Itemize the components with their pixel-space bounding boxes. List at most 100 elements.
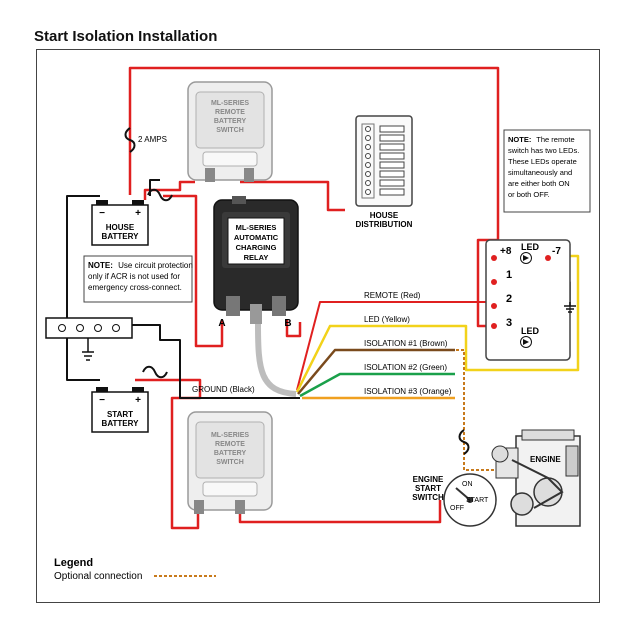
switch-start: START [466,497,489,504]
engine: ENGINE [491,429,581,527]
wire-red-top-loop [128,66,500,240]
house-distribution-label-2: DISTRIBUTION [356,220,413,229]
note-left-line-2: only if ACR is not used for [88,272,180,281]
led-bottom-label: LED [521,326,540,336]
svg-text:NOTE: Use circuit protec: NOTE: Use circuit protection [88,261,193,270]
acr-line-1: ML-SERIES [236,223,277,232]
distribution-breaker-knob [365,135,371,141]
start-battery: − + START BATTERY [91,387,149,433]
automatic-charging-relay: ML-SERIES AUTOMATIC CHARGING RELAY [213,196,299,324]
engine-start-switch-label-1: ENGINE [413,475,444,484]
fuse-symbol-start [142,365,168,379]
acr-line-4: RELAY [244,253,269,262]
distribution-breaker-knob [365,189,371,195]
wire-red-start-rbs [135,378,202,530]
note-right-line-6: or both OFF. [508,190,550,199]
fuse-symbol-engine [458,429,470,455]
note-left-bold: NOTE: [88,261,113,270]
start-battery-label-1: START [107,410,133,419]
distribution-breaker-knob [365,171,371,177]
wire-black-start [66,330,100,381]
fuse-symbol-top [124,127,136,153]
cable-gray [255,323,297,397]
rbs-top-line-2: REMOTE [215,109,245,116]
engine-start-switch-label-2: START [415,484,441,493]
distribution-breaker-label-slot [379,188,405,196]
distribution-breaker-knob [365,162,371,168]
note-right-bold: NOTE: [508,135,531,144]
engine-label: ENGINE [530,455,561,464]
remote-battery-switch-bottom: ML-SERIES REMOTE BATTERY SWITCH [187,411,273,514]
house-battery: − + HOUSE BATTERY [91,200,149,246]
note-circuit-protection: NOTE: Use circuit protection only if ACR… [83,255,193,303]
engine-start-switch-label-3: SWITCH [412,493,444,502]
wire-led-yellow [295,254,580,393]
terminal-3: 3 [506,317,512,329]
ground-bus-bar [45,317,133,361]
start-battery-minus: − [99,395,105,406]
wire-label-led: LED (Yellow) [364,315,410,324]
note-left-line-3: emergency cross-connect. [88,283,182,292]
wire-black-busbar [128,324,181,378]
svg-text:NOTE: The remote: NOTE: The remote [508,135,575,144]
legend-item-label: Optional connection [54,571,142,582]
acr-terminal-b: B [284,318,291,329]
note-right-line-1: The remote [536,135,574,144]
distribution-breaker-knob [365,180,371,186]
fuse-amps-label: 2 AMPS [138,135,167,144]
wire-optional-dotted [456,349,520,471]
distribution-breaker-label-slot [379,134,405,142]
switch-off: OFF [450,505,464,512]
acr-line-2: AUTOMATIC [234,233,279,242]
house-battery-label-2: BATTERY [102,232,140,241]
terminal-plus8: +8 [500,246,512,257]
wire-red-acr-b [285,320,302,338]
house-battery-minus: − [99,208,105,219]
distribution-breaker-label-slot [379,170,405,178]
wire-label-iso2: ISOLATION #2 (Green) [364,363,447,372]
legend-title: Legend [54,557,93,569]
engine-start-switch: ON START OFF ENGINE START SWITCH [412,473,497,527]
house-distribution-panel: HOUSE DISTRIBUTION [355,115,413,229]
wire-label-ground: GROUND (Black) [192,385,255,394]
terminal-2: 2 [506,293,512,305]
terminal-1: 1 [506,269,512,281]
wire-label-iso1: ISOLATION #1 (Brown) [364,339,448,348]
wire-ground-black [179,378,300,399]
switch-on: ON [462,481,473,488]
note-right-line-4: simultaneously and [508,168,572,177]
fuse-symbol-house [147,188,173,202]
note-right-line-2: switch has two LEDs. [508,146,579,155]
distribution-breaker-knob [365,126,371,132]
distribution-breaker-knob [365,153,371,159]
remote-battery-switch-top: ML-SERIES REMOTE BATTERY SWITCH [187,81,273,182]
house-battery-label-1: HOUSE [106,223,135,232]
rbs-top-line-1: ML-SERIES [211,100,249,107]
rbs-bottom-line-2: REMOTE [215,441,245,448]
legend: Legend Optional connection [54,557,216,582]
terminal-minus7: -7 [552,246,561,257]
wire-red-rbs-engine [238,500,442,524]
note-right-line-5: are either both ON [508,179,570,188]
rbs-top-line-3: BATTERY [214,118,247,125]
note-remote-leds: NOTE: The remote switch has two LEDs. Th… [503,129,591,213]
wire-red-house-acr-a [163,194,224,348]
rbs-bottom-line-4: SWITCH [216,459,244,466]
start-battery-label-2: BATTERY [102,419,140,428]
distribution-breaker-knob [365,144,371,150]
distribution-breaker-label-slot [379,161,405,169]
acr-terminal-a: A [218,318,225,329]
rbs-bottom-line-1: ML-SERIES [211,432,249,439]
wire-red-house-rbs [143,180,195,200]
wire-remote-red [296,301,498,391]
note-left-line-1: Use circuit protection [118,261,193,270]
distribution-breaker-label-slot [379,143,405,151]
wire-iso1-brown [297,348,455,395]
start-battery-plus: + [135,395,141,406]
note-right-line-3: These LEDs operate [508,157,577,166]
rbs-bottom-line-3: BATTERY [214,450,247,457]
distribution-breaker-label-slot [379,125,405,133]
wire-label-iso3: ISOLATION #3 (Orange) [364,387,452,396]
distribution-breaker-label-slot [379,179,405,187]
led-top-label: LED [521,242,540,252]
